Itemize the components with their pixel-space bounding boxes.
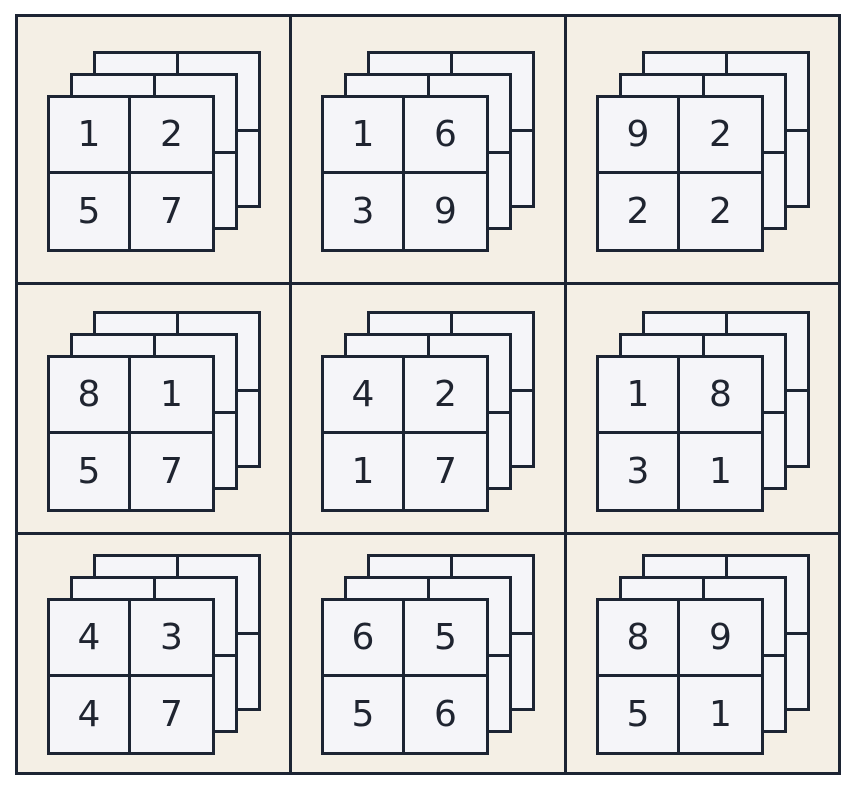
number-cell[interactable]: 5 — [599, 676, 680, 752]
number-cell[interactable]: 2 — [131, 98, 212, 174]
number-cell[interactable]: 2 — [680, 173, 761, 249]
number-cell[interactable]: 8 — [680, 358, 761, 434]
number-cell[interactable]: 6 — [405, 676, 486, 752]
number-cell[interactable]: 2 — [405, 358, 486, 434]
number-cell[interactable]: 5 — [50, 173, 131, 249]
number-cell[interactable]: 2 — [680, 98, 761, 174]
number-cell[interactable]: 1 — [324, 98, 405, 174]
number-cell[interactable]: 4 — [50, 601, 131, 677]
number-cell[interactable]: 5 — [324, 676, 405, 752]
number-cell[interactable]: 9 — [405, 173, 486, 249]
number-cell[interactable]: 2 — [599, 173, 680, 249]
number-cell[interactable]: 8 — [599, 601, 680, 677]
number-cell[interactable]: 3 — [324, 173, 405, 249]
number-cell[interactable]: 7 — [131, 433, 212, 509]
number-cell[interactable]: 3 — [599, 433, 680, 509]
number-cell[interactable]: 5 — [50, 433, 131, 509]
number-cell[interactable]: 4 — [50, 676, 131, 752]
number-cell[interactable]: 4 — [324, 358, 405, 434]
number-cell[interactable]: 6 — [405, 98, 486, 174]
number-cell[interactable]: 1 — [131, 358, 212, 434]
number-cell[interactable]: 3 — [131, 601, 212, 677]
number-cell[interactable]: 5 — [405, 601, 486, 677]
number-cell[interactable]: 7 — [131, 173, 212, 249]
number-cell[interactable]: 7 — [405, 433, 486, 509]
number-cell[interactable]: 1 — [680, 433, 761, 509]
number-cell[interactable]: 9 — [599, 98, 680, 174]
number-cell[interactable]: 8 — [50, 358, 131, 434]
number-cell[interactable]: 1 — [599, 358, 680, 434]
number-cell[interactable]: 9 — [680, 601, 761, 677]
number-cell[interactable]: 1 — [324, 433, 405, 509]
number-cell[interactable]: 6 — [324, 601, 405, 677]
number-cell[interactable]: 1 — [680, 676, 761, 752]
number-cell[interactable]: 7 — [131, 676, 212, 752]
number-cell[interactable]: 1 — [50, 98, 131, 174]
